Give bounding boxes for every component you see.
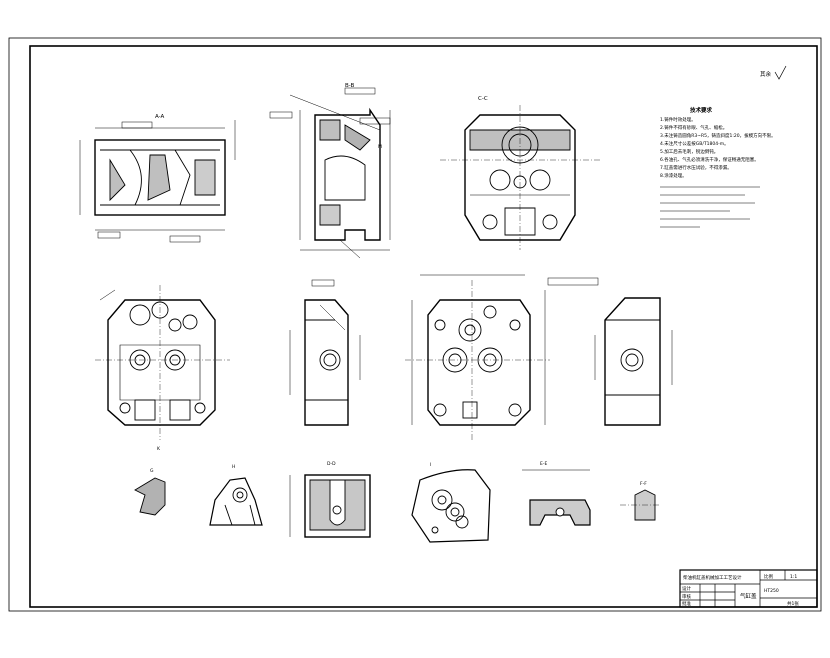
view-section-a-a: A-A <box>79 114 236 243</box>
view-side-right <box>594 297 673 426</box>
inner-border <box>29 45 818 608</box>
view-side-left <box>289 279 361 426</box>
view-bottom-plan <box>405 274 599 440</box>
tech-req-line-1: 1.铸件时效处理。 <box>660 116 696 123</box>
tech-req-title: 技术要求 <box>690 106 713 114</box>
view-label-d-d: D-D <box>327 461 336 467</box>
tech-req-line-4: 4.未注尺寸公差按GB/T1804-m。 <box>660 140 729 147</box>
view-label-k: I <box>430 462 431 468</box>
view-label-a-a: A-A <box>155 114 165 120</box>
view-top-plan: K <box>95 285 230 452</box>
tech-req-line-7: 7.缸盖需进行水压试验，不得渗漏。 <box>660 164 732 171</box>
view-label-f-f: F-F <box>640 481 647 487</box>
tech-req-line-8: 8.涂漆处理。 <box>660 172 687 179</box>
title-block-sheet-no: 共1张 <box>787 600 799 607</box>
tech-req-line-6: 6.各油孔、气孔必须清洗干净，保证畅通无阻塞。 <box>660 156 759 163</box>
detail-view-g: G <box>134 468 166 516</box>
detail-view-e-e: E-E <box>522 461 591 526</box>
view-label-h: H <box>232 464 235 470</box>
view-label-m: M <box>378 144 382 150</box>
title-block-approved: 批准 <box>682 600 691 607</box>
title-block-scale-value: 1:1 <box>790 574 797 580</box>
detail-view-k: I <box>411 462 491 543</box>
view-label-i: K <box>157 446 161 452</box>
check-icon <box>774 65 787 80</box>
title-block-drawn: 设计 <box>682 585 691 592</box>
roughness-label: 其余 <box>760 70 772 78</box>
view-label-g: G <box>150 468 154 474</box>
view-label-c-c: C-C <box>478 96 488 102</box>
title-block-checked: 审核 <box>682 593 691 600</box>
tech-req-line-5: 5.加工后去毛刺，锐边倒钝。 <box>660 148 718 155</box>
title-block: 柴油机缸盖机械加工工艺设计 气缸盖 比例 1:1 HT250 共1张 设计 审核… <box>679 569 818 608</box>
outer-border <box>8 37 822 612</box>
view-label-b-b: B-B <box>345 83 355 89</box>
technical-requirements: 技术要求 1.铸件时效处理。 2.铸件不得有砂眼、气孔、缩松。 3.未注铸造圆角… <box>660 106 776 228</box>
tech-req-line-3: 3.未注铸造圆角R3~R5，铸造斜度1:20，拔模方向不限。 <box>660 132 776 139</box>
roughness-symbol: 其余 <box>760 65 787 80</box>
detail-view-h: H <box>209 464 263 526</box>
title-block-part-name: 气缸盖 <box>740 592 757 600</box>
title-block-scale-label: 比例 <box>764 573 773 580</box>
tech-req-line-2: 2.铸件不得有砂眼、气孔、缩松。 <box>660 124 727 131</box>
detail-view-d-d: D-D <box>289 461 371 538</box>
detail-view-f-f: F-F <box>620 481 660 521</box>
view-section-b-b: B-B <box>269 83 391 259</box>
view-label-e-e: E-E <box>540 461 547 467</box>
title-block-material: HT250 <box>764 588 779 594</box>
view-section-c-c: C-C <box>440 96 600 250</box>
title-block-project: 柴油机缸盖机械加工工艺设计 <box>683 574 742 581</box>
